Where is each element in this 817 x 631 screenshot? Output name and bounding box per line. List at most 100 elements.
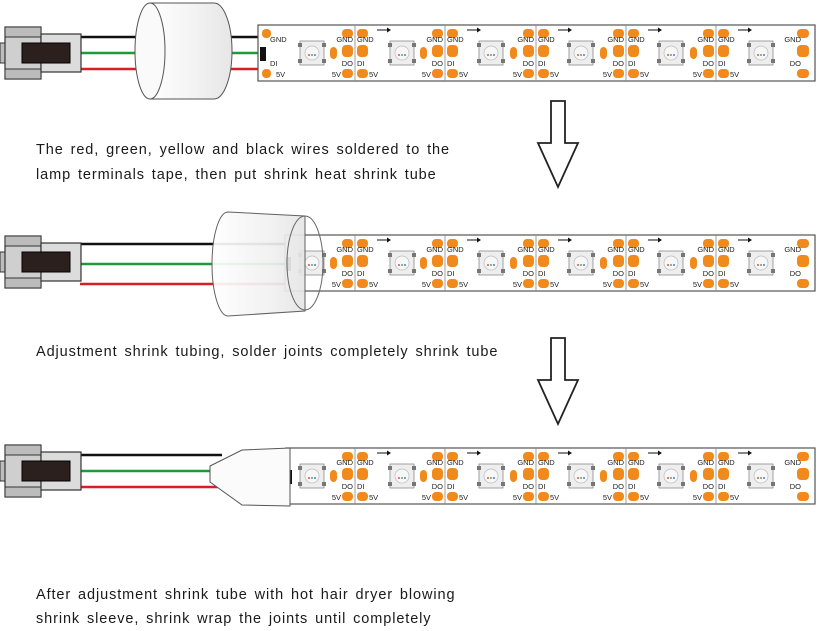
- down-arrow-icon: [536, 337, 580, 427]
- label-5v: 5V: [640, 280, 649, 289]
- label-gnd: GND: [784, 458, 801, 467]
- label-di: DI: [538, 59, 546, 68]
- led-chip-icon: [657, 463, 685, 489]
- label-5v: 5V: [603, 280, 612, 289]
- solder-pad-icon: [342, 29, 353, 38]
- label-gnd: GND: [538, 245, 555, 254]
- direction-arrow-icon: [648, 450, 662, 456]
- label-gnd: GND: [697, 35, 714, 44]
- solder-pad-icon: [447, 255, 458, 267]
- label-di: DI: [447, 59, 455, 68]
- label-5v: 5V: [730, 493, 739, 502]
- label-di: DI: [357, 482, 365, 491]
- led-chip-icon: [657, 250, 685, 276]
- solder-pad-icon: [420, 47, 427, 59]
- direction-arrow-icon: [738, 237, 752, 243]
- direction-arrow-icon: [738, 27, 752, 33]
- solder-pad-icon: [718, 45, 729, 57]
- solder-pad-icon: [797, 492, 809, 501]
- label-do: DO: [703, 482, 714, 491]
- label-di: DI: [628, 59, 636, 68]
- solder-pad-icon: [432, 29, 443, 38]
- label-5v: 5V: [332, 493, 341, 502]
- step-3-caption-line-1: After adjustment shrink tube with hot ha…: [36, 587, 456, 603]
- label-5v: 5V: [730, 280, 739, 289]
- step-1-caption: The red, green, yellow and black wires s…: [36, 138, 450, 188]
- label-gnd: GND: [697, 458, 714, 467]
- solder-pad-icon: [690, 470, 697, 482]
- direction-arrow-icon: [648, 27, 662, 33]
- connector-icon: [0, 26, 82, 80]
- solder-pad-icon: [510, 47, 517, 59]
- solder-pad-icon: [600, 470, 607, 482]
- solder-pad-icon: [718, 492, 729, 501]
- label-di: DI: [270, 59, 278, 68]
- label-5v: 5V: [640, 493, 649, 502]
- solder-pad-icon: [613, 279, 624, 288]
- label-5v: 5V: [693, 280, 702, 289]
- label-5v: 5V: [513, 70, 522, 79]
- step-1-caption-line-2: lamp terminals tape, then put shrink hea…: [36, 167, 437, 183]
- down-arrow-icon: [536, 100, 580, 190]
- solder-pad-icon: [342, 492, 353, 501]
- solder-pad-icon: [432, 468, 443, 480]
- solder-pad-icon: [703, 69, 714, 78]
- label-do: DO: [432, 482, 443, 491]
- label-di: DI: [538, 269, 546, 278]
- solder-pad-icon: [538, 492, 549, 501]
- solder-pad-icon: [432, 452, 443, 461]
- solder-pad-icon: [510, 257, 517, 269]
- connector-icon: [0, 235, 82, 289]
- solder-pad-icon: [613, 492, 624, 501]
- solder-pad-icon: [523, 239, 534, 248]
- solder-pad-icon: [357, 69, 368, 78]
- solder-pad-icon: [447, 239, 458, 248]
- solder-pad-icon: [523, 452, 534, 461]
- solder-pad-icon: [718, 239, 729, 248]
- solder-pad-icon: [797, 452, 809, 461]
- direction-arrow-icon: [558, 237, 572, 243]
- label-gnd: GND: [628, 458, 645, 467]
- label-di: DI: [628, 482, 636, 491]
- solder-pad-icon: [262, 29, 271, 38]
- solder-pad-icon: [628, 452, 639, 461]
- solder-pad-icon: [523, 69, 534, 78]
- label-gnd: GND: [336, 458, 353, 467]
- label-gnd: GND: [447, 458, 464, 467]
- solder-pad-icon: [600, 257, 607, 269]
- direction-arrow-icon: [738, 450, 752, 456]
- solder-pad-icon: [330, 47, 337, 59]
- solder-pad-icon: [357, 468, 368, 480]
- label-do: DO: [432, 269, 443, 278]
- solder-pad-icon: [718, 69, 729, 78]
- solder-pad-icon: [797, 69, 809, 78]
- solder-pad-icon: [447, 279, 458, 288]
- solder-pad-icon: [432, 255, 443, 267]
- solder-pad-icon: [523, 45, 534, 57]
- label-gnd: GND: [628, 35, 645, 44]
- label-do: DO: [790, 269, 801, 278]
- label-do: DO: [613, 269, 624, 278]
- label-5v: 5V: [603, 70, 612, 79]
- step-2-caption-line-1: Adjustment shrink tubing, solder joints …: [36, 344, 499, 360]
- label-gnd: GND: [784, 245, 801, 254]
- label-di: DI: [357, 269, 365, 278]
- solder-pad-icon: [613, 239, 624, 248]
- label-5v: 5V: [369, 493, 378, 502]
- led-chip-icon: [388, 40, 416, 66]
- direction-arrow-icon: [558, 450, 572, 456]
- solder-pad-icon: [420, 257, 427, 269]
- connector-icon: [0, 444, 82, 498]
- label-5v: 5V: [422, 70, 431, 79]
- solder-pad-icon: [447, 452, 458, 461]
- label-gnd: GND: [607, 458, 624, 467]
- label-5v: 5V: [550, 70, 559, 79]
- label-do: DO: [613, 59, 624, 68]
- direction-arrow-icon: [648, 237, 662, 243]
- label-gnd: GND: [697, 245, 714, 254]
- solder-pad-icon: [447, 45, 458, 57]
- led-chip-icon: [567, 250, 595, 276]
- label-5v: 5V: [332, 280, 341, 289]
- label-gnd: GND: [517, 245, 534, 254]
- solder-pad-icon: [510, 470, 517, 482]
